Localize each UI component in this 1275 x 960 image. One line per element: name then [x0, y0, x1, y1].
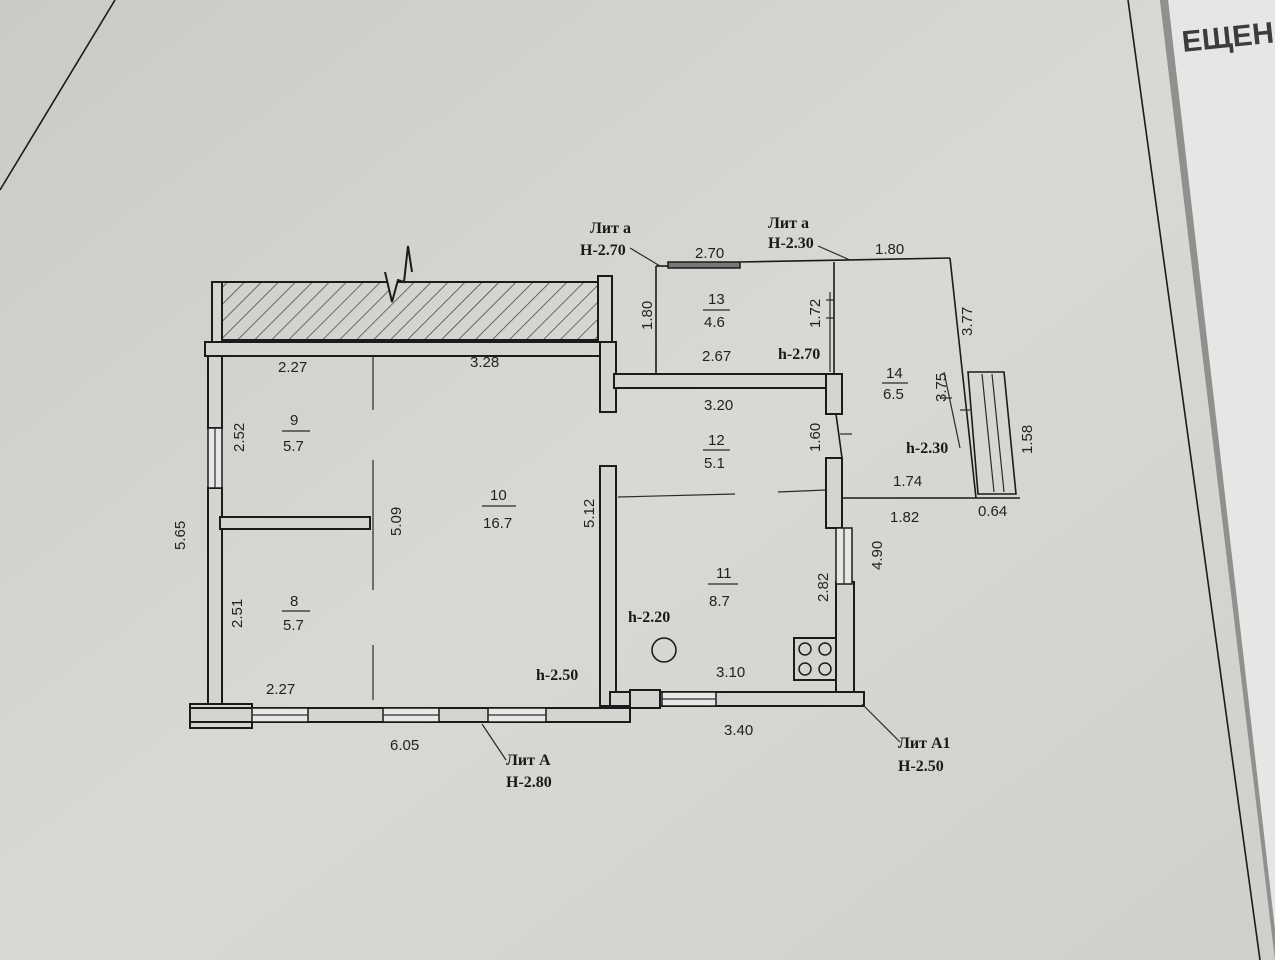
svg-text:10: 10 — [490, 487, 507, 504]
dim-328: 3.28 — [470, 354, 499, 371]
svg-text:9: 9 — [290, 412, 298, 429]
dim-320: 3.20 — [704, 397, 733, 414]
dim-252: 2.52 — [231, 423, 248, 452]
svg-text:11: 11 — [716, 565, 732, 582]
dim-227-bottom: 2.27 — [266, 681, 295, 698]
ceiling-h270: h-2.70 — [778, 346, 820, 363]
svg-text:5.7: 5.7 — [283, 617, 304, 634]
svg-text:5.7: 5.7 — [283, 438, 304, 455]
leader-lit-A — [481, 723, 507, 761]
label-lit-a-2: Лит а — [768, 215, 809, 232]
ceiling-h250: h-2.50 — [536, 667, 578, 684]
dim-375: 3.75 — [933, 373, 950, 402]
leader-lit-a-top — [629, 247, 661, 267]
window-left-wall — [207, 427, 223, 489]
ceiling-h220: h-2.20 — [628, 609, 670, 626]
window-right-a1 — [835, 527, 853, 585]
dim-310: 3.10 — [716, 664, 745, 681]
dim-270-top: 2.70 — [695, 245, 724, 262]
room-8: 8 5.7 — [282, 593, 310, 634]
label-lit-A1: Лит А1 — [898, 735, 951, 752]
dim-174: 1.74 — [893, 473, 922, 490]
lit-a1-walls — [609, 373, 865, 709]
dimension-lines — [372, 292, 972, 700]
dim-282: 2.82 — [815, 573, 832, 602]
room-12: 12 5.1 — [703, 432, 730, 472]
windows-bottom-wall — [251, 707, 547, 723]
svg-text:6.5: 6.5 — [883, 386, 904, 403]
dim-251: 2.51 — [229, 599, 246, 628]
room-14: 14 6.5 — [882, 365, 908, 403]
svg-text:5.1: 5.1 — [704, 455, 725, 472]
svg-text:8: 8 — [290, 593, 298, 610]
svg-text:14: 14 — [886, 365, 903, 382]
label-h-280: Н-2.80 — [506, 774, 552, 791]
dim-340: 3.40 — [724, 722, 753, 739]
label-h-250-bottom: Н-2.50 — [898, 758, 944, 775]
dim-227-top: 2.27 — [278, 359, 307, 376]
svg-text:12: 12 — [708, 432, 725, 449]
ceiling-h230: h-2.30 — [906, 440, 948, 457]
room-9: 9 5.7 — [282, 412, 310, 455]
dim-158: 1.58 — [1019, 425, 1036, 454]
dim-064: 0.64 — [978, 503, 1007, 520]
room-13: 13 4.6 — [703, 291, 730, 331]
paper-sheet-edge — [1160, 0, 1275, 960]
dim-267: 2.67 — [702, 348, 731, 365]
leader-lit-a-top2 — [817, 245, 851, 261]
svg-text:16.7: 16.7 — [483, 515, 512, 532]
dim-160: 1.60 — [807, 423, 824, 452]
svg-text:13: 13 — [708, 291, 725, 308]
dim-605: 6.05 — [390, 737, 419, 754]
stove-icon — [793, 637, 837, 681]
dim-377: 3.77 — [959, 307, 976, 336]
dim-172: 1.72 — [807, 299, 824, 328]
window-bottom-a1 — [661, 691, 717, 707]
label-lit-a-1: Лит а — [590, 220, 631, 237]
dim-180-left: 1.80 — [639, 301, 656, 330]
label-lit-A: Лит А — [506, 752, 551, 769]
dim-565: 5.65 — [172, 521, 189, 550]
dim-512: 5.12 — [581, 499, 598, 528]
svg-text:4.6: 4.6 — [704, 314, 725, 331]
paper-border-left — [0, 0, 116, 191]
dim-509: 5.09 — [388, 507, 405, 536]
porch-steps — [967, 371, 1017, 495]
room-11: 11 8.7 — [708, 565, 738, 610]
boiler-icon — [651, 637, 677, 663]
break-line — [384, 245, 413, 303]
svg-text:8.7: 8.7 — [709, 593, 730, 610]
dim-182: 1.82 — [890, 509, 919, 526]
dim-490: 4.90 — [869, 541, 886, 570]
leader-lit-A1 — [861, 703, 901, 743]
label-h-230-top: Н-2.30 — [768, 235, 814, 252]
lit-a-small-outline — [655, 257, 1020, 499]
label-h-270-top: Н-2.70 — [580, 242, 626, 259]
room-10: 10 16.7 — [482, 487, 516, 532]
hatched-wall-strip — [219, 281, 599, 341]
paper-border-right — [1127, 0, 1261, 960]
window-top-lit-a — [667, 261, 741, 269]
dim-180-top: 1.80 — [875, 241, 904, 258]
